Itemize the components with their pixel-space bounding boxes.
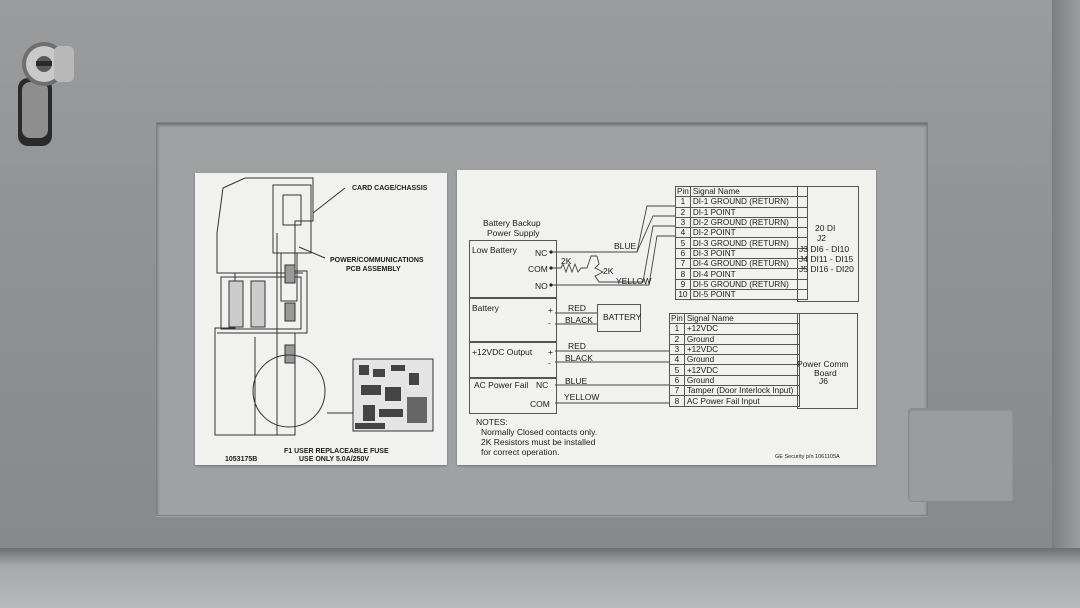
terminal-com: COM	[528, 264, 548, 274]
table-row: 3+12VDC	[669, 343, 800, 356]
resistor-1: 2K	[561, 256, 572, 266]
pc-side-3: J6	[819, 376, 828, 386]
notes-title: NOTES:	[476, 417, 508, 427]
di-side-box	[797, 186, 859, 302]
wiring-diagram	[549, 205, 675, 404]
di-side-1: 20 DI	[815, 223, 836, 233]
wire-blue: BLUE	[614, 241, 637, 251]
low-battery-label: Low Battery	[472, 245, 517, 255]
battery-backup-title-2: Power Supply	[487, 228, 540, 238]
lock-icon	[18, 42, 74, 146]
pc-side-box	[797, 313, 858, 409]
notes-line-2: 2K Resistors must be installed	[481, 437, 596, 447]
card-cage-label: CARD CAGE/CHASSIS	[352, 185, 428, 192]
power-comm-label-1: POWER/COMMUNICATIONS	[330, 257, 424, 264]
wire-red: RED	[568, 303, 586, 313]
pc-header-signal: Signal Name	[683, 312, 800, 325]
di-side-5: J5 DI16 - DI20	[799, 264, 854, 274]
cabinet-side-rail	[1052, 0, 1080, 560]
notes-line-3: for correct operation.	[481, 447, 560, 457]
pc-side-1: Power Comm	[797, 359, 849, 369]
right-part-number: GE Security p/n 1061105A	[775, 454, 840, 460]
terminal-nc: NC	[535, 248, 548, 258]
output-plus: +	[548, 347, 553, 357]
pc-side-2: Board	[814, 368, 837, 378]
wire-black: BLACK	[565, 315, 593, 325]
di-side-4: J4 DI11 - DI15	[799, 254, 854, 264]
chassis-label: CARD CAGE/CHASSIS POWER/COMMUNICATIONS P…	[195, 173, 447, 465]
power-comm-label-2: PCB ASSEMBLY	[346, 266, 401, 273]
ac-fail-block	[469, 378, 557, 414]
left-part-number: 1053175B	[225, 456, 258, 463]
wire-yellow: YELLOW	[616, 276, 652, 286]
di-header-pin: Pin	[675, 185, 691, 198]
wire-yellow-2: YELLOW	[564, 392, 600, 402]
fuse-label-1: F1 USER REPLACEABLE FUSE	[284, 448, 389, 455]
battery-block	[469, 298, 557, 342]
resistor-2: 2K	[603, 266, 614, 276]
cabinet-bottom-lip	[0, 548, 1080, 608]
battery-box-label: BATTERY	[603, 312, 642, 322]
table-row: 5+12VDC	[669, 364, 800, 376]
wiring-label: Battery Backup Power Supply Low Battery …	[457, 170, 876, 465]
battery-plus: +	[548, 305, 553, 315]
di-side-2: J2	[817, 233, 826, 243]
output-label: +12VDC Output	[472, 347, 533, 357]
battery-box	[597, 304, 641, 332]
output-block	[469, 342, 557, 378]
ac-terminal-com: COM	[530, 399, 550, 409]
notes-line-1: Normally Closed contacts only.	[481, 427, 598, 437]
fuse-label-2: USE ONLY 5.0A/250V	[299, 456, 370, 463]
terminal-no: NO	[535, 281, 548, 291]
di-side-3: J3 DI6 - DI10	[799, 244, 850, 254]
ac-terminal-nc: NC	[536, 380, 549, 390]
chassis-drawing	[214, 177, 434, 436]
vent-plate	[908, 408, 1014, 502]
table-row: 1+12VDC	[669, 323, 800, 335]
output-minus: -	[548, 358, 551, 368]
wire-black-2: BLACK	[565, 353, 593, 363]
battery-backup-title-1: Battery Backup	[483, 218, 541, 228]
battery-label: Battery	[472, 303, 499, 313]
battery-minus: -	[548, 318, 551, 328]
wire-red-2: RED	[568, 341, 586, 351]
wire-blue-2: BLUE	[565, 376, 588, 386]
ac-fail-label: AC Power Fail	[474, 380, 529, 390]
di-header-signal: Signal Name	[689, 185, 808, 198]
pc-header-pin: Pin	[669, 312, 685, 325]
low-battery-block	[469, 240, 557, 298]
